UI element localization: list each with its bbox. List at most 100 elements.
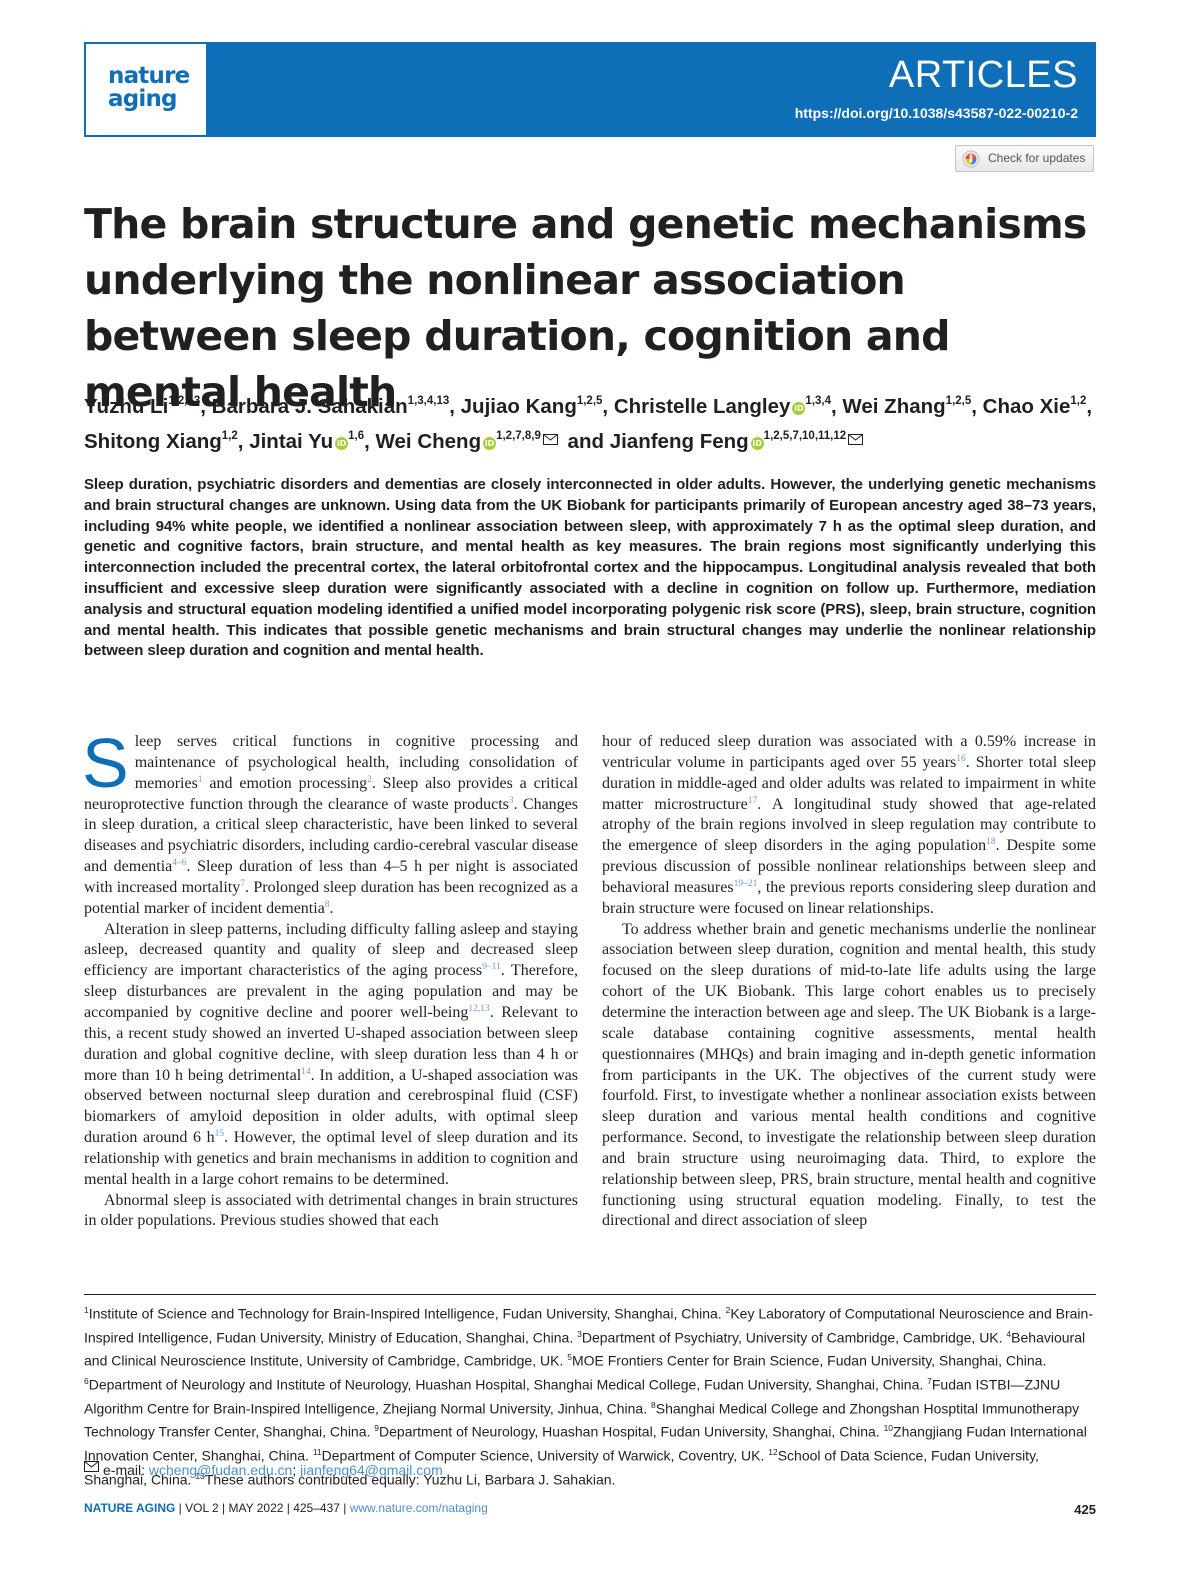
body-text: . Changes in sleep duration, a critical … <box>84 795 579 876</box>
author-name[interactable]: Jianfeng Feng <box>609 429 749 453</box>
affiliation-text: Department of Neurology and Institute of… <box>88 1376 928 1393</box>
body-text: Alteration in sleep patterns, including … <box>84 920 578 980</box>
citation-link[interactable]: 2 <box>367 774 372 785</box>
correspondence-email: e-mail: wcheng@fudan.edu.cn; jianfeng64@… <box>84 1460 443 1480</box>
article-title: The brain structure and genetic mechanis… <box>84 200 1087 416</box>
affiliation-number: 10 <box>883 1423 894 1434</box>
body-text: To address whether brain and genetic mec… <box>602 920 1096 1230</box>
logo-text-aging: aging <box>108 86 178 112</box>
affiliation-number: 3 <box>577 1328 582 1339</box>
orcid-icon[interactable]: iD <box>335 436 349 450</box>
footnote-divider <box>84 1294 1096 1295</box>
envelope-icon <box>84 1461 99 1472</box>
affiliation-text: Shanghai Medical College and Zhongshan H… <box>84 1400 1080 1440</box>
affiliation-number: 13 <box>195 1470 205 1481</box>
author-name[interactable]: Jintai Yu <box>249 429 334 453</box>
author-separator: , <box>1086 394 1093 418</box>
affiliation-number: 6 <box>84 1375 89 1386</box>
author-name[interactable]: Christelle Langley <box>613 394 791 418</box>
author-separator: , <box>831 394 843 418</box>
abstract: Sleep duration, psychiatric disorders an… <box>84 476 1096 660</box>
affiliation-text: Department of Psychiatry, University of … <box>581 1329 1007 1346</box>
author-name[interactable]: Wei Cheng <box>375 429 482 453</box>
citation-link[interactable]: 7 <box>240 878 245 889</box>
body-text: Abnormal sleep is associated with detrim… <box>84 1191 578 1230</box>
body-paragraph: To address whether brain and genetic mec… <box>602 920 1096 1233</box>
body-text: and emotion processing <box>202 774 368 792</box>
body-text: . However, the optimal level of sleep du… <box>84 1129 579 1188</box>
author-name[interactable]: Shitong Xiang <box>84 429 222 453</box>
author-name[interactable]: Wei Zhang <box>842 394 946 418</box>
citation-link[interactable]: 3 <box>508 795 514 806</box>
citation-link[interactable]: 4–6 <box>172 858 187 869</box>
body-text: . In addition, a U-shaped association wa… <box>84 1066 579 1147</box>
author-affiliation-marker: 1,3,4,13 <box>407 395 450 407</box>
author-separator: and <box>561 429 610 453</box>
affiliation-text: Zhangjiang Fudan International Innovatio… <box>84 1423 1087 1464</box>
citation-link[interactable]: 8 <box>324 899 330 910</box>
envelope-icon[interactable] <box>848 433 864 445</box>
author-affiliation-marker: 1,2 <box>1070 395 1087 407</box>
crossmark-icon <box>962 150 980 168</box>
citation-link[interactable]: 9–11 <box>482 962 501 973</box>
email-link-feng[interactable]: jianfeng64@gmail.com <box>300 1462 443 1478</box>
footer-volume-info: | VOL 2 | MAY 2022 | 425–437 | <box>175 1501 350 1515</box>
journal-logo[interactable]: nature aging <box>86 44 206 135</box>
author-separator: , <box>364 429 376 453</box>
orcid-icon[interactable]: iD <box>483 436 497 450</box>
footer-journal-url[interactable]: www.nature.com/nataging <box>349 1501 488 1515</box>
citation-link[interactable]: 1 <box>197 774 203 785</box>
orcid-icon[interactable]: iD <box>750 436 764 450</box>
affiliation-number: 1 <box>84 1305 89 1315</box>
affiliations: 1Institute of Science and Technology for… <box>84 1300 1096 1489</box>
footer-journal-name: NATURE AGING <box>84 1501 176 1515</box>
page-footer: NATURE AGING | VOL 2 | MAY 2022 | 425–43… <box>84 1502 488 1514</box>
email-label: e-mail: <box>103 1462 149 1478</box>
body-paragraph: Alteration in sleep patterns, including … <box>84 920 578 1191</box>
author-name[interactable]: Chao Xie <box>982 394 1071 418</box>
affiliation-number: 2 <box>725 1305 731 1315</box>
citation-link[interactable]: 19–21 <box>733 878 758 889</box>
affiliation-number: 4 <box>1006 1328 1012 1339</box>
check-for-updates-button[interactable]: Check for updates <box>955 145 1094 172</box>
affiliation-text: Key Laboratory of Computational Neurosci… <box>84 1305 1093 1346</box>
affiliation-text: Institute of Science and Technology for … <box>88 1305 726 1322</box>
body-text: hour of reduced sleep duration was assoc… <box>602 733 1096 771</box>
body-text: . Shorter total sleep duration in middle… <box>602 753 1097 813</box>
author-name[interactable]: Jujiao Kang <box>460 394 577 418</box>
email-link-cheng[interactable]: wcheng@fudan.edu.cn <box>148 1462 293 1478</box>
affiliation-text: These authors contributed equally: Yuzhu… <box>204 1471 616 1488</box>
check-for-updates-label: Check for updates <box>988 151 1086 165</box>
author-name[interactable]: Yuzhu Li <box>84 394 169 418</box>
citation-link[interactable]: 15 <box>214 1129 225 1140</box>
affiliation-number: 9 <box>374 1423 380 1434</box>
page-number: 425 <box>1074 1502 1096 1517</box>
citation-link[interactable]: 16 <box>956 753 966 764</box>
doi-link[interactable]: https://doi.org/10.1038/s43587-022-00210… <box>794 105 1078 121</box>
section-label: ARTICLES <box>888 54 1078 96</box>
author-affiliation-marker: 1,2 <box>221 429 238 442</box>
envelope-icon[interactable] <box>542 433 558 445</box>
journal-banner: nature aging ARTICLES https://doi.org/10… <box>84 42 1096 137</box>
body-text: . Relevant to this, a recent study showe… <box>84 1003 579 1084</box>
author-affiliation-marker: 1,2,7,8,9 <box>496 429 541 442</box>
affiliation-text: Department of Neurology, Huashan Hospita… <box>379 1423 884 1440</box>
affiliation-text: Fudan ISTBI—ZJNU Algorithm Centre for Br… <box>84 1376 1061 1417</box>
body-text: . <box>329 899 334 917</box>
citation-link[interactable]: 18 <box>986 837 996 848</box>
author-name[interactable]: Barbara J. Sahakian <box>211 394 408 418</box>
logo-text-nature: nature <box>108 63 190 89</box>
affiliation-number: 7 <box>927 1375 932 1386</box>
citation-link[interactable]: 12,13 <box>468 1003 490 1014</box>
body-text: . Despite some previous discussion of po… <box>602 837 1096 896</box>
affiliation-number: 11 <box>312 1446 322 1457</box>
orcid-icon[interactable]: iD <box>792 401 806 415</box>
citation-link[interactable]: 14 <box>301 1066 311 1077</box>
author-separator: , <box>602 394 614 418</box>
body-text: . Sleep duration of less than 4–5 h per … <box>84 858 579 896</box>
author-affiliation-marker: 1,2,5,7,10,11,12 <box>763 429 847 442</box>
author-list: Yuzhu Li1,2,13, Barbara J. Sahakian1,3,4… <box>84 387 1104 457</box>
citation-link[interactable]: 17 <box>747 795 758 806</box>
body-text: leep serves critical functions in cognit… <box>134 733 578 792</box>
